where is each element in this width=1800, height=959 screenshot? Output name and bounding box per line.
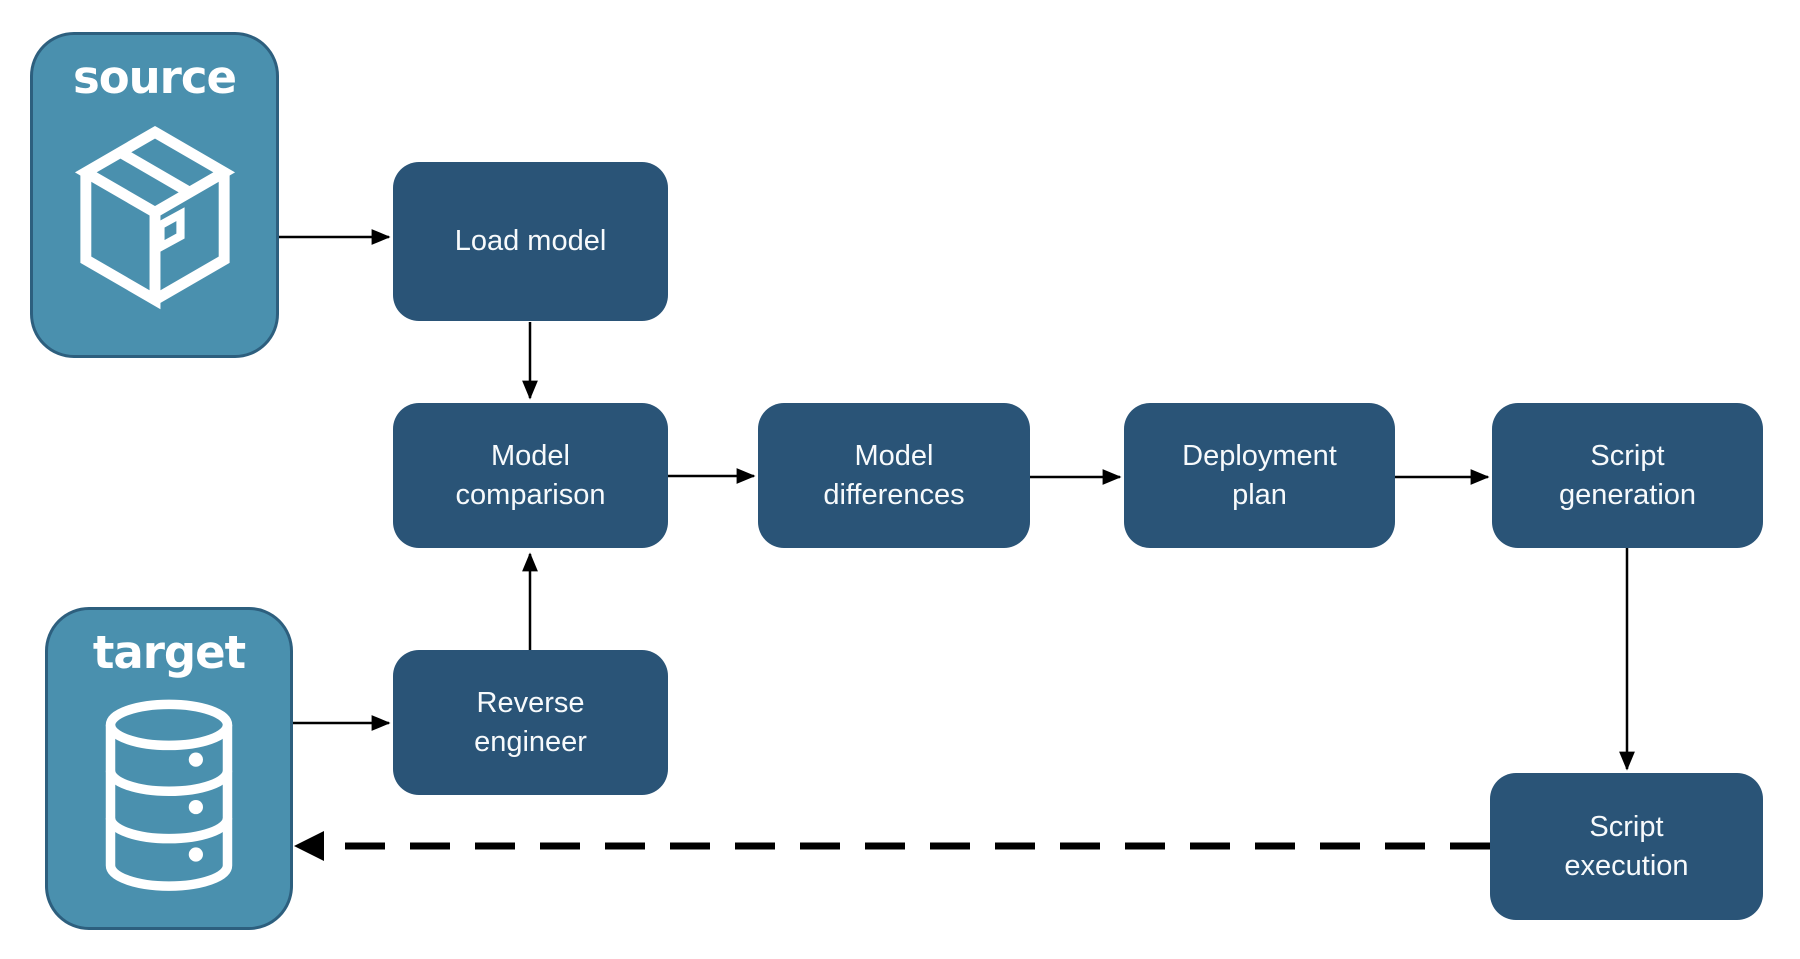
node-label: Load model	[454, 225, 607, 258]
node-label: Deployment plan	[1182, 440, 1337, 511]
node-script-generation: Script generation	[1492, 403, 1763, 548]
node-model-comparison: Model comparison	[393, 403, 668, 548]
node-label: Reverse engineer	[474, 687, 587, 758]
node-label: Model differences	[823, 440, 965, 511]
node-script-execution: Script execution	[1490, 773, 1763, 920]
node-reverse-engineer: Reverse engineer	[393, 650, 668, 795]
target-container: target	[45, 607, 293, 930]
node-load-model: Load model	[393, 162, 668, 321]
node-label: Model comparison	[455, 440, 606, 511]
node-model-differences: Model differences	[758, 403, 1030, 548]
source-label: source	[72, 51, 237, 104]
node-label: Script generation	[1558, 440, 1697, 511]
node-deployment-plan: Deployment plan	[1124, 403, 1395, 548]
source-container: source	[30, 32, 279, 358]
database-icon	[105, 699, 233, 891]
dashed-arrowhead	[294, 831, 324, 861]
node-label: Script execution	[1564, 811, 1689, 882]
package-icon	[74, 125, 235, 309]
target-label: target	[92, 626, 246, 679]
